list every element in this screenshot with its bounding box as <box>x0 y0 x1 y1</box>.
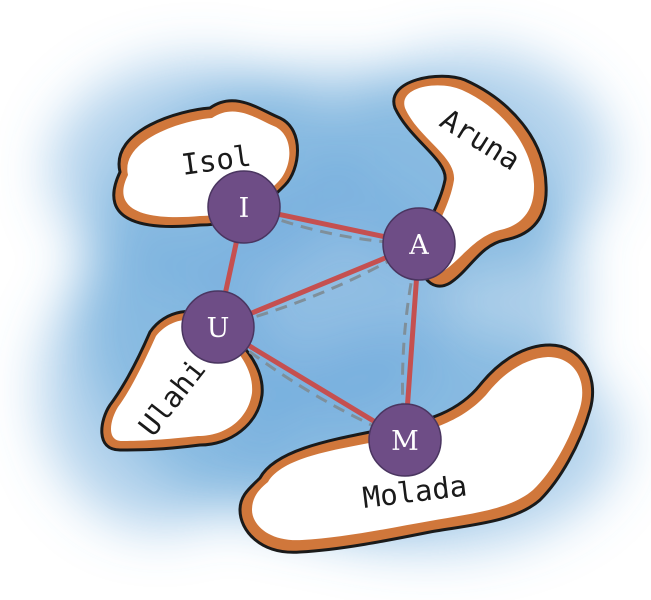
node-A: A <box>382 207 456 281</box>
node-label-I: I <box>239 193 250 224</box>
node-circle-M <box>368 403 442 477</box>
node-label-U: U <box>207 313 230 344</box>
node-U: U <box>181 290 255 364</box>
node-label-M: M <box>391 426 419 457</box>
node-label-A: A <box>408 230 429 261</box>
node-circle-A <box>382 207 456 281</box>
node-circle-I <box>207 170 281 244</box>
node-circle-U <box>181 290 255 364</box>
island-nodes: I A U M <box>181 170 456 477</box>
node-I: I <box>207 170 281 244</box>
node-M: M <box>368 403 442 477</box>
